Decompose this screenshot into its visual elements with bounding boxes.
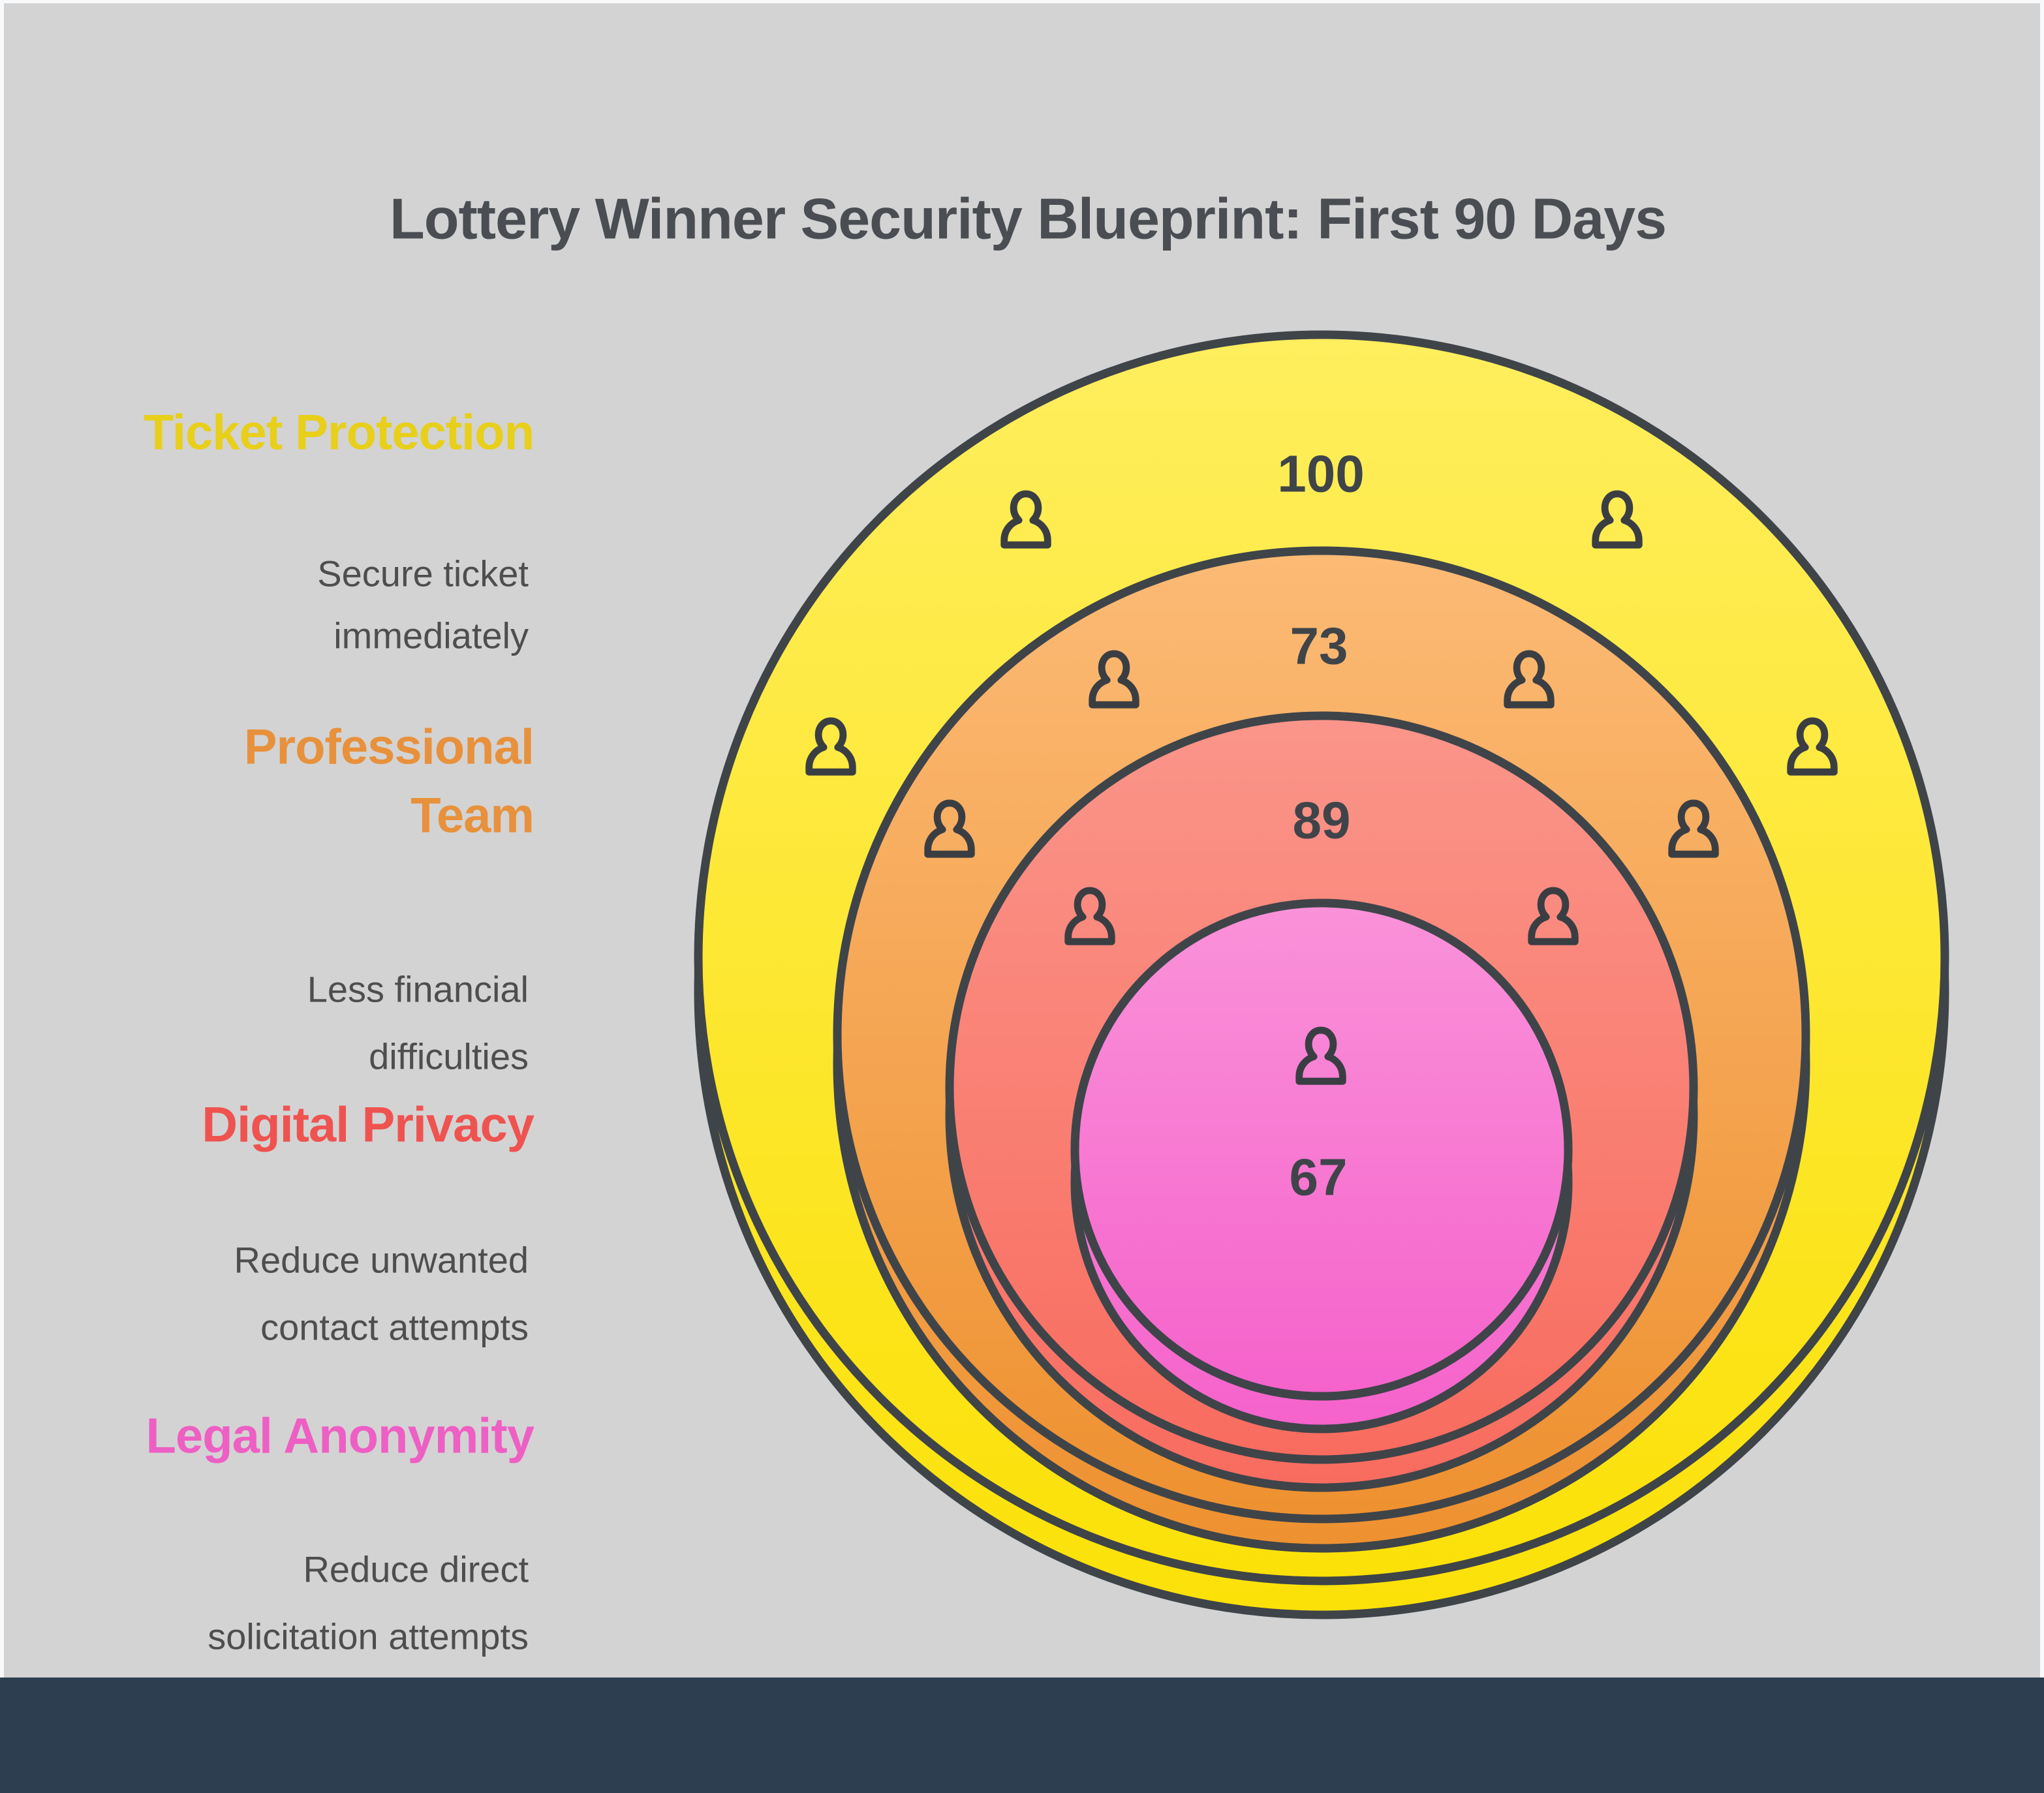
ring-value-legal-anonymity: 67 (1290, 1148, 1348, 1206)
legend-desc-line: difficulties (369, 1036, 529, 1077)
legend-desc-line: Reduce unwanted (234, 1240, 529, 1281)
ring-value-digital-privacy: 89 (1293, 791, 1351, 850)
ring-value-ticket-protection: 100 (1277, 445, 1364, 503)
legend-desc-line: immediately (333, 615, 529, 656)
legend-heading-legal-anonymity: Legal Anonymity (146, 1409, 534, 1464)
legend-desc-line: Secure ticket (317, 553, 529, 594)
legend-heading-professional-team-line2: Team (410, 788, 534, 844)
footer-bar (0, 1678, 2044, 1793)
legend-desc-line: Less financial (307, 969, 529, 1010)
legend-heading-digital-privacy: Digital Privacy (202, 1097, 534, 1153)
nested-circles-chart: 100 73 89 67 (694, 330, 1949, 1619)
ring-value-professional-team: 73 (1290, 617, 1348, 675)
page-title: Lottery Winner Security Blueprint: First… (390, 187, 1666, 251)
ring-legal-anonymity-circle (1070, 898, 1573, 1401)
legend-heading-professional-team-line1: Professional (244, 720, 534, 775)
legend: Ticket Protection Secure ticket immediat… (144, 405, 535, 1657)
legend-desc-line: solicitation attempts (208, 1616, 529, 1657)
legend-heading-ticket-protection: Ticket Protection (144, 405, 534, 461)
legend-desc-line: contact attempts (260, 1307, 529, 1348)
legend-desc-line: Reduce direct (303, 1549, 529, 1590)
